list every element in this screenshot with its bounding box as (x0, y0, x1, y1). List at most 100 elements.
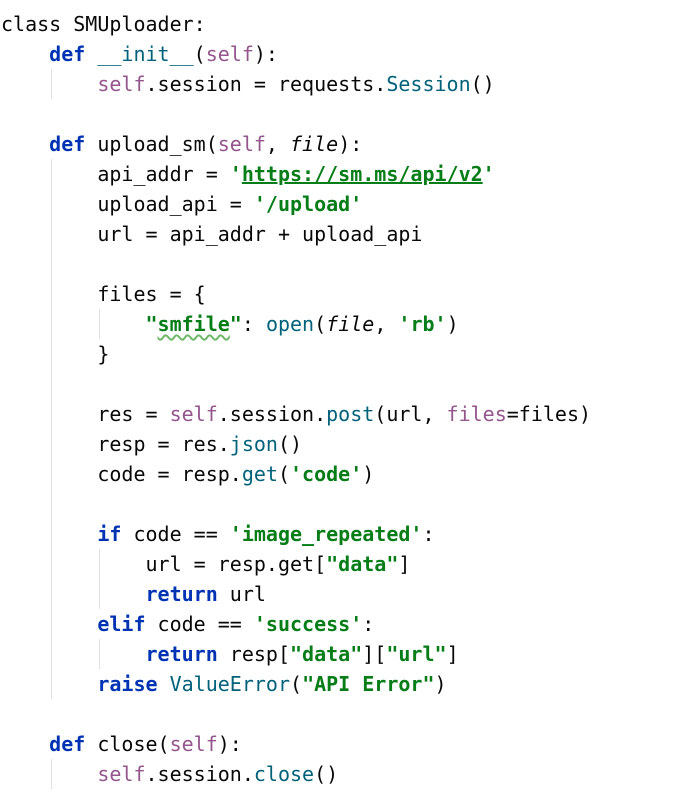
code-token-plain (1, 132, 49, 156)
code-token-str: ' (229, 162, 242, 186)
code-token-plain: url (217, 582, 266, 606)
code-token-kw: def (49, 42, 86, 66)
code-token-plain: url = resp.get[ (1, 552, 327, 576)
code-token-self: self (205, 42, 254, 66)
code-token-plain: url = api_addr + upload_api (1, 222, 423, 246)
code-token-plain: resp = res. (1, 432, 230, 456)
code-token-self: files (446, 402, 507, 426)
code-token-str: 'rb' (398, 312, 447, 336)
code-token-plain: code = resp. (1, 462, 242, 486)
code-line[interactable]: } (1, 339, 109, 369)
code-token-str: "data" (290, 642, 363, 666)
code-line[interactable]: return resp["data"]["url"] (1, 639, 459, 669)
code-token-plain: ][ (362, 642, 387, 666)
code-token-plain: code == (145, 612, 254, 636)
code-line[interactable]: files = { (1, 279, 205, 309)
code-token-str: 'success' (253, 612, 363, 636)
code-token-str: '/upload' (253, 192, 363, 216)
code-token-plain: : (241, 312, 266, 336)
code-token-str: " (145, 312, 158, 336)
code-token-plain: , (374, 312, 399, 336)
code-token-plain (1, 612, 97, 636)
code-token-strlink: https://sm.ms/api/v2 (241, 162, 483, 186)
code-token-plain: ): (253, 42, 278, 66)
code-token-kw: def (49, 132, 86, 156)
code-token-plain: upload_api = (1, 192, 254, 216)
indent-guide (99, 549, 101, 609)
code-token-plain: ( (193, 42, 206, 66)
code-token-str: ' (482, 162, 495, 186)
code-line[interactable]: res = self.session.post(url, files=files… (1, 399, 591, 429)
code-token-plain: () (277, 432, 303, 456)
code-token-plain (1, 732, 49, 756)
code-token-plain: ( (277, 462, 290, 486)
code-token-plain (158, 672, 170, 696)
code-token-self: self (169, 732, 218, 756)
code-token-plain: .session = requests. (145, 72, 387, 96)
code-token-kw: raise (97, 672, 158, 696)
code-token-self: self (169, 402, 218, 426)
code-token-fn: post (326, 402, 375, 426)
code-line[interactable]: if code == 'image_repeated': (1, 519, 435, 549)
code-line[interactable]: return url (1, 579, 266, 609)
code-token-italic: file (326, 312, 375, 336)
code-line[interactable]: def upload_sm(self, file): (1, 129, 362, 159)
code-line[interactable]: self.session = requests.Session() (1, 69, 494, 99)
code-token-kw: return (145, 642, 218, 666)
code-token-plain (85, 42, 97, 66)
code-token-plain: ( (290, 672, 303, 696)
code-line[interactable]: resp = res.json() (1, 429, 302, 459)
code-token-plain: .session. (217, 402, 327, 426)
code-line[interactable]: raise ValueError("API Error") (1, 669, 447, 699)
indent-guide (99, 639, 101, 669)
code-token-plain: upload_sm( (85, 132, 218, 156)
code-token-plain: ( (314, 312, 327, 336)
code-token-plain: res = (1, 402, 170, 426)
code-token-plain (1, 582, 146, 606)
code-line[interactable]: elif code == 'success': (1, 609, 374, 639)
code-token-str: 'image_repeated' (229, 522, 423, 546)
indent-guide (99, 309, 101, 339)
code-token-plain (1, 72, 97, 96)
code-line[interactable]: url = api_addr + upload_api (1, 219, 422, 249)
code-token-plain: ) (446, 312, 459, 336)
code-token-plain: .session. (145, 762, 254, 786)
code-token-plain (1, 672, 97, 696)
code-token-fn: open (265, 312, 315, 336)
code-token-fn: get (241, 462, 278, 486)
code-token-kw: if (97, 522, 122, 546)
indent-guide (51, 159, 53, 699)
code-token-plain: (url, (374, 402, 447, 426)
indent-guide (51, 759, 53, 789)
code-token-fn: ValueError (169, 672, 291, 696)
code-token-self: self (217, 132, 266, 156)
code-line[interactable]: def __init__(self): (1, 39, 278, 69)
code-token-kw: elif (97, 612, 146, 636)
code-line[interactable]: def close(self): (1, 729, 242, 759)
code-token-self: self (97, 762, 146, 786)
code-line[interactable]: "smfile": open(file, 'rb') (1, 309, 459, 339)
code-token-str: " (229, 312, 242, 336)
code-token-plain (1, 642, 146, 666)
code-line[interactable]: self.session.close() (1, 759, 338, 789)
code-token-str: 'code' (290, 462, 363, 486)
code-token-fn: __init__ (97, 42, 194, 66)
code-token-plain: ) (434, 672, 447, 696)
code-line[interactable]: class SMUploader: (1, 9, 206, 39)
code-token-str: "url" (386, 642, 447, 666)
code-token-plain: ): (338, 132, 363, 156)
code-token-fn: Session (386, 72, 471, 96)
code-token-str: "data" (326, 552, 399, 576)
code-token-strsq: smfile (157, 312, 230, 336)
code-token-plain: } (1, 342, 110, 366)
indent-guide (51, 69, 53, 99)
code-token-plain (1, 312, 146, 336)
code-line[interactable]: upload_api = '/upload' (1, 189, 362, 219)
code-line[interactable]: code = resp.get('code') (1, 459, 374, 489)
code-token-plain: ] (398, 552, 411, 576)
code-token-plain: : (362, 612, 375, 636)
code-line[interactable]: url = resp.get["data"] (1, 549, 410, 579)
code-line[interactable]: api_addr = 'https://sm.ms/api/v2' (1, 159, 495, 189)
code-token-plain: : (422, 522, 435, 546)
